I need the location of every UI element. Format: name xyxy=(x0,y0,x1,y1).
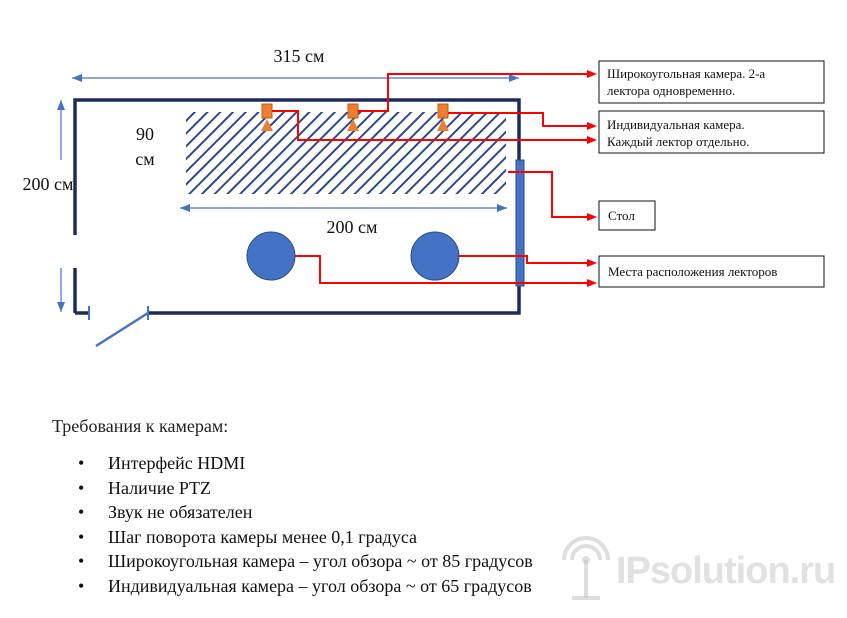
watermark: IPsolution.ru xyxy=(558,536,838,606)
antenna-icon xyxy=(562,536,610,600)
leader-lecturer-left xyxy=(295,255,588,284)
callout-individual-camera: Индивидуальная камера. Каждый лектор отд… xyxy=(598,110,825,154)
requirement-item: • Шаг поворота камеры менее 0,1 градуса xyxy=(78,525,533,550)
room-height-label: 200 см xyxy=(23,174,74,194)
table-width-dimension: 200 см xyxy=(180,204,507,237)
bullet-icon: • xyxy=(78,551,85,571)
door xyxy=(88,306,149,348)
leader-lines xyxy=(272,73,588,284)
requirements-list: • Интерфейс HDMI • Наличие PTZ • Звук не об… xyxy=(52,451,533,598)
callout-lecturer-places: Места расположения лекторов xyxy=(598,255,825,288)
bullet-icon: • xyxy=(78,453,85,473)
requirement-text: Звук не обязателен xyxy=(108,502,253,522)
leader-wide-camera xyxy=(358,73,588,112)
table-width-label: 200 см xyxy=(327,217,378,237)
callout-individual-camera-line2: Каждый лектор отдельно. xyxy=(607,134,749,149)
table xyxy=(186,112,506,194)
lecturer-position-right xyxy=(410,231,460,281)
requirement-text: Широкоугольная камера – угол обзора ~ от… xyxy=(108,551,533,571)
bullet-icon: • xyxy=(78,526,85,547)
lecturer-position-left xyxy=(246,231,296,281)
callout-lecturer-places-label: Места расположения лекторов xyxy=(608,264,777,279)
leader-arrowheads xyxy=(587,70,597,287)
bullet-icon: • xyxy=(78,502,85,522)
bullet-icon: • xyxy=(78,575,85,596)
watermark-text: IPsolution.ru xyxy=(616,550,836,592)
callout-wide-camera: Широкоугольная камера. 2-а лектора однов… xyxy=(598,60,825,104)
requirement-text: Наличие PTZ xyxy=(108,477,211,498)
callout-table-label: Стол xyxy=(608,208,635,223)
requirement-item: • Наличие PTZ xyxy=(78,476,533,501)
table-edge-bar xyxy=(515,159,525,287)
leader-individual-camera-right xyxy=(448,112,588,127)
requirement-item: • Интерфейс HDMI xyxy=(78,451,533,476)
requirement-item: • Широкоугольная камера – угол обзора ~ о… xyxy=(78,549,533,574)
requirement-text: Шаг поворота камеры менее 0,1 градуса xyxy=(108,526,418,547)
requirements-title: Требования к камерам: xyxy=(52,416,229,436)
callout-wide-camera-line2: лектора одновременно. xyxy=(607,83,735,98)
requirement-text: Интерфейс HDMI xyxy=(108,453,246,473)
requirement-item: • Индивидуальная камера – угол обзора ~ о… xyxy=(78,574,533,599)
leader-individual-camera-left xyxy=(272,110,588,141)
room-height-dimension: 200 см xyxy=(23,100,74,312)
room-walls xyxy=(73,98,521,315)
camera-requirements: Требования к камерам: • Интерфейс HDMI • Н… xyxy=(52,416,533,598)
callout-table: Стол xyxy=(598,200,656,231)
callout-individual-camera-line1: Индивидуальная камера. xyxy=(607,117,745,132)
bullet-icon: • xyxy=(78,477,85,498)
leader-table xyxy=(508,171,588,218)
camera-right xyxy=(437,103,449,131)
callout-wide-camera-line1: Широкоугольная камера. 2-а xyxy=(607,66,765,81)
leader-lecturer-right xyxy=(459,255,588,264)
table-depth-label: 90 xyxy=(136,124,154,144)
table-depth-unit: см xyxy=(135,149,154,169)
requirement-text: Индивидуальная камера – угол обзора ~ от… xyxy=(108,575,532,596)
room-width-dimension: 315 см xyxy=(72,46,519,82)
room-width-label: 315 см xyxy=(274,46,325,66)
requirement-item: • Звук не обязателен xyxy=(78,500,533,525)
